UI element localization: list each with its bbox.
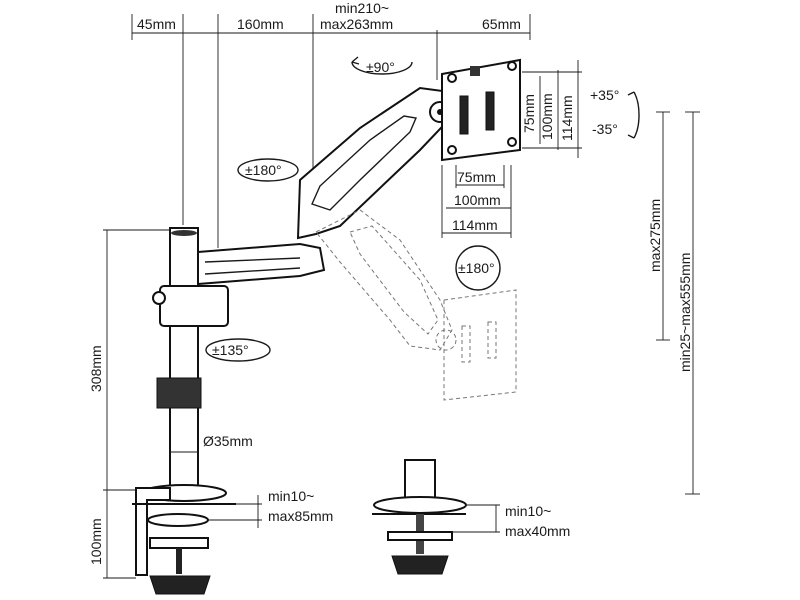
rotation-head-swivel-icon bbox=[455, 245, 501, 291]
clamp-range-dimension bbox=[208, 495, 262, 528]
dim-clamp-height: 100mm bbox=[88, 518, 104, 565]
dim-reach-max: max263mm bbox=[320, 16, 393, 32]
rotation-tilt-icon bbox=[627, 91, 640, 139]
dim-clamp-min: min10~ bbox=[268, 488, 314, 504]
rotation-arm-swivel-label: ±180° bbox=[245, 162, 282, 178]
vesa-plate-lowered-ghost bbox=[443, 289, 517, 401]
rotation-tilt-down-label: -35° bbox=[592, 121, 618, 137]
grommet-mount bbox=[372, 459, 467, 575]
height-dimensions-right bbox=[656, 111, 700, 495]
dim-top-left: 45mm bbox=[137, 16, 176, 32]
rotation-display-icon bbox=[351, 56, 413, 75]
dim-vesa-v-75: 75mm bbox=[521, 94, 537, 133]
lower-arm bbox=[197, 242, 326, 286]
dim-reach-min: min210~ bbox=[335, 0, 389, 16]
upper-arm-lowered-ghost bbox=[315, 209, 457, 351]
dim-total-height: min25~max555mm bbox=[677, 253, 693, 372]
rotation-pole-swivel-label: ±135° bbox=[212, 342, 249, 358]
rotation-pole-swivel-icon bbox=[205, 338, 271, 362]
top-dimension-line bbox=[131, 14, 531, 248]
dim-top-right: 65mm bbox=[482, 16, 521, 32]
dim-gas-travel: max275mm bbox=[647, 199, 663, 272]
dim-top-mid: 160mm bbox=[237, 16, 284, 32]
dim-vesa-v-114: 114mm bbox=[559, 95, 575, 141]
vesa-plate-raised bbox=[441, 58, 521, 162]
grommet-range-dimension bbox=[452, 504, 500, 533]
dim-clamp-max: max85mm bbox=[268, 508, 333, 524]
upper-arm bbox=[296, 86, 460, 240]
vesa-vertical-dimensions bbox=[522, 60, 582, 158]
dim-vesa-h-100: 100mm bbox=[454, 192, 501, 208]
desk-clamp bbox=[132, 484, 236, 595]
dim-vesa-h-114: 114mm bbox=[452, 217, 498, 233]
dim-pole-diameter: Ø35mm bbox=[203, 433, 253, 449]
dim-grommet-max: max40mm bbox=[505, 523, 570, 539]
rotation-display-label: ±90° bbox=[366, 59, 395, 75]
dim-pole-height: 308mm bbox=[88, 345, 104, 392]
vesa-horizontal-dimensions bbox=[441, 165, 512, 238]
rotation-arm-swivel-icon bbox=[237, 158, 299, 182]
rotation-head-swivel-label: ±180° bbox=[458, 260, 495, 276]
dim-vesa-v-100: 100mm bbox=[539, 93, 555, 140]
rotation-tilt-up-label: +35° bbox=[590, 87, 619, 103]
dim-grommet-min: min10~ bbox=[505, 503, 551, 519]
dim-vesa-h-75: 75mm bbox=[457, 169, 496, 185]
